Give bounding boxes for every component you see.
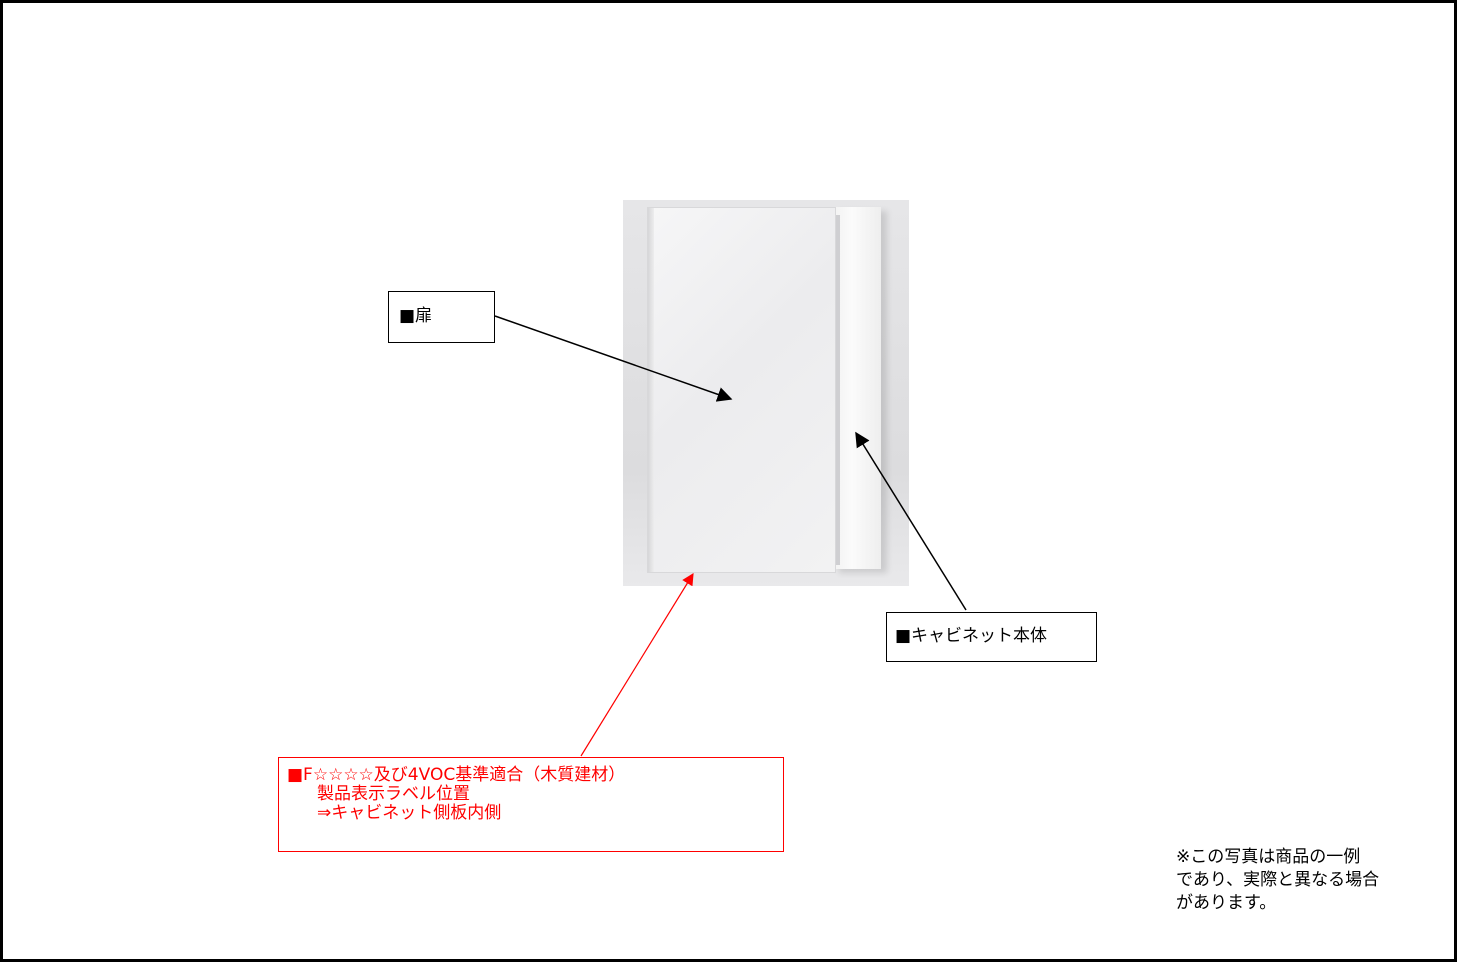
cabinet-door-image — [647, 207, 836, 573]
cabinet-body-image — [833, 207, 881, 569]
compliance-line-3: ⇒キャビネット側板内側 — [317, 803, 502, 823]
disclaimer-line-1: ※この写真は商品の一例 — [1176, 847, 1361, 867]
cabinet-edge — [836, 215, 840, 565]
compliance-line-1: ■F☆☆☆☆及び4VOC基準適合（木質建材） — [287, 765, 626, 785]
cabinet-body-label: ■キャビネット本体 — [886, 612, 1097, 662]
callout-arrows — [494, 315, 967, 757]
compliance-label: ■F☆☆☆☆及び4VOC基準適合（木質建材） 製品表示ラベル位置 ⇒キャビネット… — [278, 757, 784, 852]
compliance-arrow — [580, 572, 694, 757]
disclaimer-line-3: があります。 — [1176, 893, 1277, 913]
disclaimer-line-2: であり、実際と異なる場合 — [1176, 870, 1380, 890]
compliance-line-2: 製品表示ラベル位置 — [317, 784, 470, 804]
cabinet-body-label-text: ■キャビネット本体 — [895, 626, 1048, 646]
photo-disclaimer: ※この写真は商品の一例 であり、実際と異なる場合 があります。 — [1176, 846, 1446, 915]
door-label-text: ■扉 — [399, 306, 433, 326]
door-arrow — [494, 315, 733, 402]
door-label: ■扉 — [388, 291, 495, 343]
cabinet-arrow — [855, 431, 967, 611]
